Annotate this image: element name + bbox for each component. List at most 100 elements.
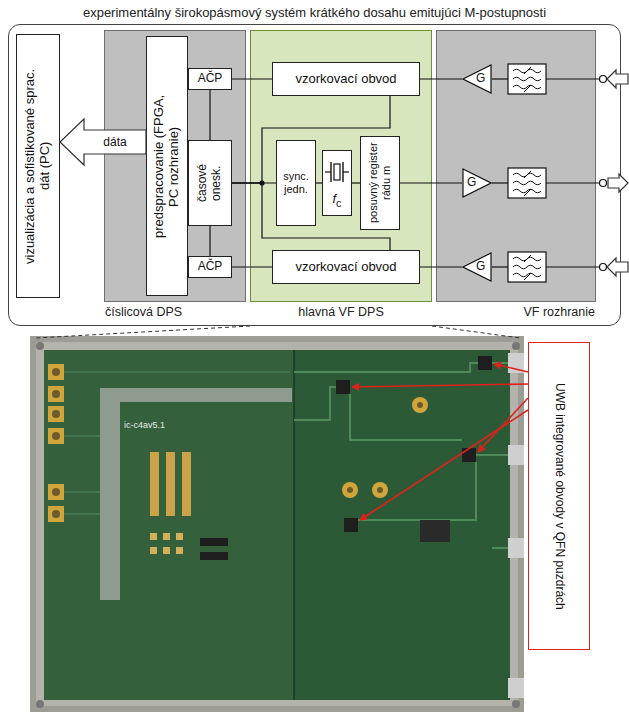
qfn-chip (344, 518, 358, 532)
signal-line (209, 90, 210, 140)
board-marking: ic-c4av5.1 (124, 420, 165, 430)
gold-pad (150, 452, 159, 516)
port-circle (600, 180, 607, 187)
leader-arrow (494, 364, 528, 372)
crystal-symbol (342, 162, 343, 182)
sma-hole (52, 368, 60, 376)
frequency-label: fc (332, 192, 341, 209)
wire (546, 266, 600, 267)
frequency-text: c (336, 197, 341, 209)
amplifier-outline (462, 168, 492, 198)
connector (316, 183, 322, 184)
ground-trace (100, 388, 292, 600)
pcb-left (44, 350, 294, 700)
filter-symbol (513, 255, 541, 280)
filter-symbol (513, 171, 541, 196)
small-pad (176, 533, 183, 540)
connector (232, 79, 272, 80)
port-circle (600, 76, 607, 83)
filter-symbol (513, 67, 541, 92)
trace (358, 462, 476, 520)
wire (492, 78, 508, 79)
sma-connector (412, 397, 428, 413)
box-label: predspracovanie (FPGA, PC rozhranie) (152, 94, 182, 239)
amplifier-outline (463, 169, 491, 197)
sma-pad (48, 406, 64, 422)
zoom-line (432, 326, 520, 338)
board-divider (293, 350, 295, 700)
qfn-chip (462, 448, 476, 462)
component (420, 520, 450, 542)
amplifier-label: G (476, 72, 485, 86)
process-box: vzorkovací obvod (272, 62, 420, 96)
screw (36, 342, 44, 350)
board-panel: číslicová DPSpredspracovanie (FPGA, PC r… (104, 30, 246, 302)
sma-pad (48, 428, 64, 444)
amplifier-triangle: G (462, 252, 492, 282)
gold-pad (182, 452, 191, 516)
trace (476, 363, 508, 548)
pcb (44, 350, 510, 700)
leader-arrow (352, 384, 528, 387)
small-pad (150, 533, 157, 540)
connector (232, 183, 390, 250)
wire (492, 266, 508, 267)
sma-hole (347, 487, 353, 493)
port-arrow (607, 258, 628, 276)
side-connector (508, 678, 524, 698)
sma-hole (52, 488, 60, 496)
trace (64, 491, 100, 493)
sma-hole (52, 410, 60, 418)
side-connector (508, 538, 524, 558)
port-arrow (608, 174, 628, 192)
sma-hole (377, 487, 383, 493)
connector (420, 267, 462, 268)
zoom-line (36, 326, 250, 338)
sma-pad (48, 506, 64, 522)
amplifier-outline (463, 253, 491, 281)
connector (210, 226, 211, 256)
callout-box: UWB integrované obvody v QFN puzdrách (528, 342, 590, 650)
data-arrow (60, 119, 146, 165)
trace (64, 435, 100, 437)
signal-line (400, 182, 462, 183)
sma-connector (372, 482, 388, 498)
junction-dot (259, 180, 264, 185)
small-pad (163, 547, 170, 554)
small-pad (176, 547, 183, 554)
filter-symbol (508, 252, 546, 282)
signal-line (316, 182, 322, 183)
component (200, 552, 228, 560)
box-label: sync. jedn. (277, 170, 315, 195)
connector (232, 183, 276, 184)
connector (400, 183, 462, 184)
signal-line (232, 183, 390, 250)
filter-symbol (508, 64, 546, 94)
signal-line (420, 266, 462, 267)
wire (492, 182, 508, 183)
box-label: vzorkovací obvod (295, 260, 396, 275)
trace (294, 387, 336, 420)
panel-label: VF rozhranie (437, 305, 595, 319)
component (200, 538, 228, 546)
box-label: posuvný register rádu m (367, 140, 392, 226)
sma-pad (48, 386, 64, 402)
sma-hole (52, 432, 60, 440)
system-frame: experimentálny širokopásmový systém krát… (8, 24, 621, 326)
panel-label: hlavná VF DPS (251, 305, 431, 319)
connector (60, 119, 146, 165)
process-box: predspracovanie (FPGA, PC rozhranie) (146, 36, 188, 296)
crystal-symbol (325, 171, 331, 172)
crystal-symbol (334, 164, 340, 180)
process-box: sync. jedn. (276, 140, 316, 226)
crystal-box: fc (322, 150, 352, 216)
small-pad (150, 547, 157, 554)
gold-pad (166, 452, 175, 516)
signal-line (420, 78, 462, 79)
leader-arrow (478, 398, 528, 452)
box-label: UWB integrované obvody v QFN puzdrách (552, 383, 566, 610)
signal-line (209, 226, 210, 256)
crystal-symbol (343, 171, 349, 172)
qfn-chip (336, 380, 350, 394)
